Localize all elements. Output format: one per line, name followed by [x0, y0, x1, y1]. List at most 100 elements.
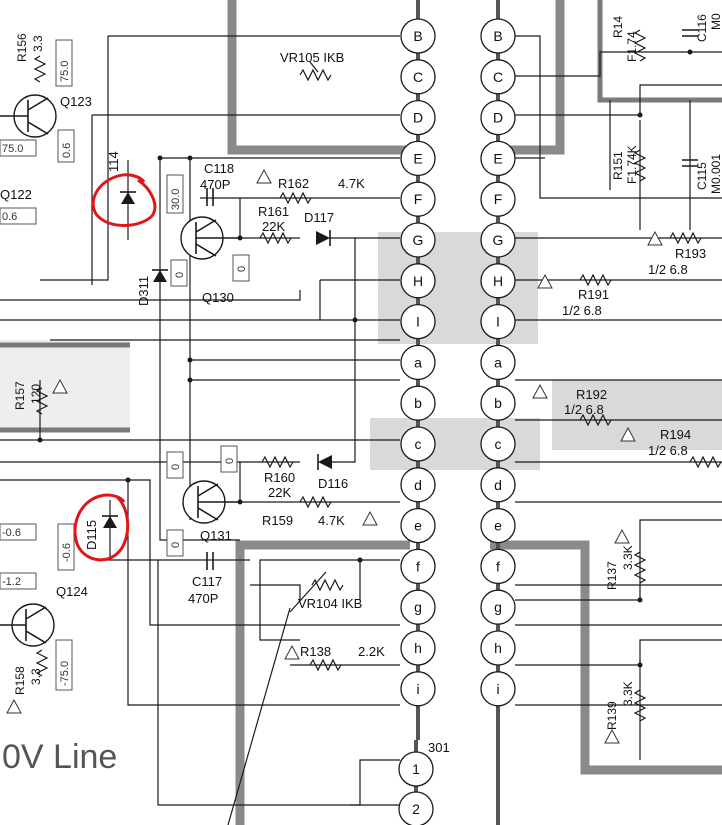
left-pin-circle: [400, 630, 436, 666]
right-pin-i: i: [480, 671, 516, 707]
left-pin-label: a: [414, 354, 422, 370]
r137-value: 3.3K: [621, 545, 635, 570]
right-pin-d: d: [480, 467, 516, 503]
voltage-box-neg06-left: -0.6: [0, 523, 37, 541]
resistor-r151: R151 F1.74K: [611, 145, 647, 184]
capacitor-c117: C117 470P: [188, 552, 222, 606]
r160-label: R160: [264, 470, 295, 485]
r157-label: R157: [13, 381, 27, 410]
left-pin-e: e: [400, 507, 436, 544]
right-pin-circle: [480, 630, 516, 666]
left-pin-d: d: [400, 467, 436, 503]
r158-value: 3.3: [29, 668, 43, 685]
svg-text:0: 0: [170, 464, 182, 470]
c115-value: M0.001: [709, 154, 722, 194]
q130-label: Q130: [202, 290, 234, 305]
voltage-box-0-b: 0: [232, 254, 250, 282]
r193-label: R193: [675, 246, 706, 261]
capacitor-c116: C116 M0: [682, 13, 722, 42]
right-pin-C: C: [480, 59, 516, 95]
trimmer-vr105: VR105 IKB: [280, 50, 344, 82]
right-pin-label: E: [493, 150, 502, 166]
resistor-r193: R193 1/2 6.8: [648, 231, 706, 277]
resistor-r137: R137 3.3K: [605, 545, 647, 590]
right-pin-label: F: [494, 191, 503, 207]
left-pin-b: b: [400, 385, 436, 421]
right-pin-E: E: [480, 140, 516, 177]
left-pin-label: h: [414, 640, 422, 656]
r156-label: R156: [15, 33, 29, 62]
right-pin-circle: [480, 140, 516, 177]
diode-d115: D115: [84, 500, 118, 560]
board-outline: [235, 540, 410, 825]
left-pin-F: F: [400, 181, 436, 217]
left-pin-a: a: [400, 344, 436, 381]
left-pin-label: f: [416, 558, 420, 574]
left-pin-circle: [400, 222, 436, 258]
warning-triangles: [6, 168, 663, 744]
bottom-pin-circle: [398, 791, 434, 825]
vr104-label: VR104 IKB: [298, 596, 362, 611]
c118-label: C118: [204, 161, 234, 176]
red-annotation-d115: [73, 493, 130, 562]
transistor-q131: Q131: [182, 480, 240, 543]
right-pin-circle: [480, 99, 516, 136]
r192-value: 1/2 6.8: [564, 402, 604, 417]
right-pin-circle: [480, 385, 516, 421]
left-pin-label: D: [413, 110, 423, 126]
right-pin-label: B: [493, 28, 502, 44]
left-pin-label: e: [414, 518, 422, 534]
left-pin-label: b: [414, 395, 422, 411]
right-pin-label: d: [494, 477, 502, 493]
left-pin-f: f: [400, 548, 436, 585]
svg-text:75.0: 75.0: [2, 143, 23, 155]
right-pin-label: g: [494, 599, 502, 615]
right-pin-label: b: [494, 395, 502, 411]
r14x-value: F1.74: [625, 31, 639, 62]
left-pin-G: G: [400, 222, 436, 258]
left-pin-D: D: [400, 99, 436, 136]
board-outline: [597, 0, 722, 103]
svg-text:-0.6: -0.6: [2, 527, 21, 539]
left-pin-label: g: [414, 599, 422, 615]
connector-bottom: 12: [398, 751, 434, 825]
right-pin-a: a: [480, 344, 516, 381]
right-pin-I: I: [480, 303, 516, 340]
r151-value: F1.74K: [625, 145, 639, 184]
right-pin-G: G: [480, 222, 516, 258]
r161-value: 22K: [262, 219, 285, 234]
q123-label: Q123: [60, 94, 92, 109]
voltage-box-0-e: 0: [166, 529, 184, 557]
red-annotation-d114: [91, 173, 157, 227]
left-pin-circle: [400, 18, 436, 54]
bottom-pin-1: 1: [398, 751, 434, 787]
right-pin-c: c: [480, 426, 516, 462]
c115-label: C115: [695, 162, 709, 190]
right-pin-F: F: [480, 181, 516, 217]
svg-text:0: 0: [236, 266, 248, 272]
r194-value: 1/2 6.8: [648, 443, 688, 458]
c116-value: M0: [709, 13, 722, 30]
right-pin-label: G: [493, 232, 504, 248]
resistor-r162: R162 4.7K: [278, 176, 365, 205]
left-pin-g: g: [400, 589, 436, 625]
left-pin-circle: [400, 467, 436, 503]
left-pin-label: i: [416, 681, 419, 697]
left-pin-circle: [400, 344, 436, 381]
right-pin-circle: [480, 467, 516, 503]
c118-value: 470P: [200, 177, 230, 192]
d115-label: D115: [84, 520, 99, 550]
resistor-r139: R139 3.3K: [605, 681, 647, 730]
r160-value: 22K: [268, 485, 291, 500]
c116-label: C116: [695, 14, 709, 42]
left-pin-I: I: [400, 303, 436, 340]
right-pin-g: g: [480, 589, 516, 625]
left-pin-label: G: [413, 232, 424, 248]
bottom-pin-label: 2: [412, 801, 420, 817]
svg-text:-0.6: -0.6: [61, 543, 73, 562]
r138-value: 2.2K: [358, 644, 385, 659]
r161-label: R161: [258, 204, 289, 219]
r159-value: 4.7K: [318, 513, 345, 528]
left-pin-circle: [400, 426, 436, 462]
